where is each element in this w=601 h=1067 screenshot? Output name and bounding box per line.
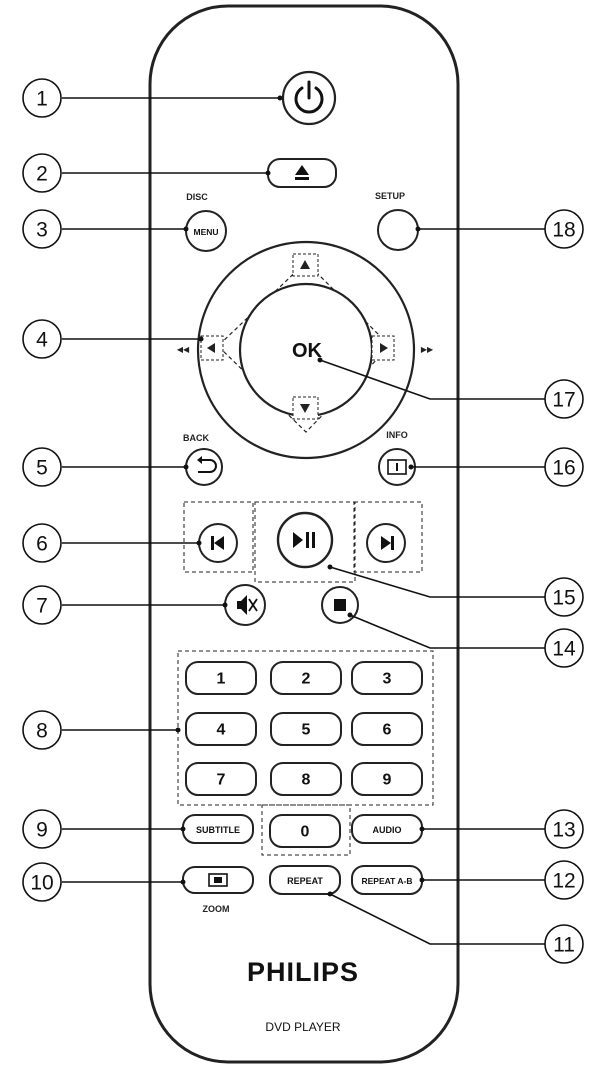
- callout-17-circle: [544, 379, 584, 419]
- keypad-group: [177, 650, 434, 806]
- nav-up-button[interactable]: [292, 253, 319, 277]
- callout-14-circle: [544, 628, 584, 668]
- subtitle-button[interactable]: [182, 814, 254, 844]
- callout-18-circle: [544, 209, 584, 249]
- next-group: [353, 501, 423, 573]
- zero-group: [261, 804, 351, 856]
- mute-icon: [237, 595, 247, 615]
- repeat-ab-button[interactable]: [351, 865, 423, 895]
- back-arrow-icon: [198, 459, 217, 473]
- callout-5-circle: [22, 447, 62, 487]
- leader-dots: [175, 95, 425, 897]
- callout-7-circle: [22, 585, 62, 625]
- power-button[interactable]: [281, 70, 337, 126]
- zoom-button[interactable]: [182, 866, 254, 894]
- eject-button[interactable]: [267, 158, 337, 188]
- callout-6-circle: [22, 523, 62, 563]
- audio-button[interactable]: [351, 814, 423, 844]
- setup-button[interactable]: [377, 209, 419, 251]
- nav-right-button[interactable]: [371, 335, 395, 361]
- callout-15-circle: [544, 577, 584, 617]
- info-icon: [387, 459, 407, 475]
- back-button[interactable]: [185, 448, 223, 486]
- digit-key-1[interactable]: [185, 661, 257, 695]
- callout-12-circle: [544, 860, 584, 900]
- callout-9-circle: [22, 809, 62, 849]
- repeat-button[interactable]: [269, 865, 341, 895]
- callout-2-circle: [22, 153, 62, 193]
- digit-key-0[interactable]: [269, 814, 341, 848]
- stop-icon: [334, 599, 346, 611]
- eject-icon: [295, 165, 309, 175]
- callout-16-circle: [544, 447, 584, 487]
- digit-key-2[interactable]: [270, 661, 342, 695]
- power-icon: [294, 86, 324, 114]
- play-group: [254, 501, 356, 583]
- digit-key-5[interactable]: [270, 712, 342, 746]
- arrow-down-icon: [300, 404, 310, 413]
- callout-13-circle: [544, 809, 584, 849]
- digit-key-4[interactable]: [185, 712, 257, 746]
- ok-button[interactable]: [238, 282, 374, 418]
- play-pause-button[interactable]: [276, 511, 334, 569]
- skip-previous-icon: [211, 536, 214, 550]
- callout-8-circle: [22, 710, 62, 750]
- next-button[interactable]: [366, 523, 406, 563]
- stop-button[interactable]: [321, 586, 359, 624]
- digit-key-3[interactable]: [351, 661, 423, 695]
- disc-menu-button[interactable]: [185, 210, 227, 252]
- nav-down-button[interactable]: [292, 396, 319, 420]
- arrow-left-icon: [207, 343, 215, 353]
- callout-1-circle: [22, 78, 62, 118]
- digit-key-7[interactable]: [185, 762, 257, 796]
- mute-button[interactable]: [224, 584, 266, 626]
- callout-4-circle: [22, 319, 62, 359]
- callout-11-circle: [544, 924, 584, 964]
- callout-3-circle: [22, 209, 62, 249]
- digit-key-8[interactable]: [270, 762, 342, 796]
- previous-button[interactable]: [198, 523, 238, 563]
- digit-key-9[interactable]: [351, 762, 423, 796]
- play-pause-icon: [293, 532, 303, 548]
- leader-lines: [62, 97, 545, 945]
- digit-key-6[interactable]: [351, 712, 423, 746]
- arrow-right-icon: [380, 343, 388, 353]
- digit-keys: 1 2 3 4 5 6 7 8 9 0: [185, 661, 423, 848]
- zoom-icon: [208, 873, 228, 887]
- skip-next-icon: [381, 536, 391, 550]
- callout-10-circle: [22, 862, 62, 902]
- nav-left-button[interactable]: [200, 335, 224, 361]
- arrow-up-icon: [300, 260, 310, 269]
